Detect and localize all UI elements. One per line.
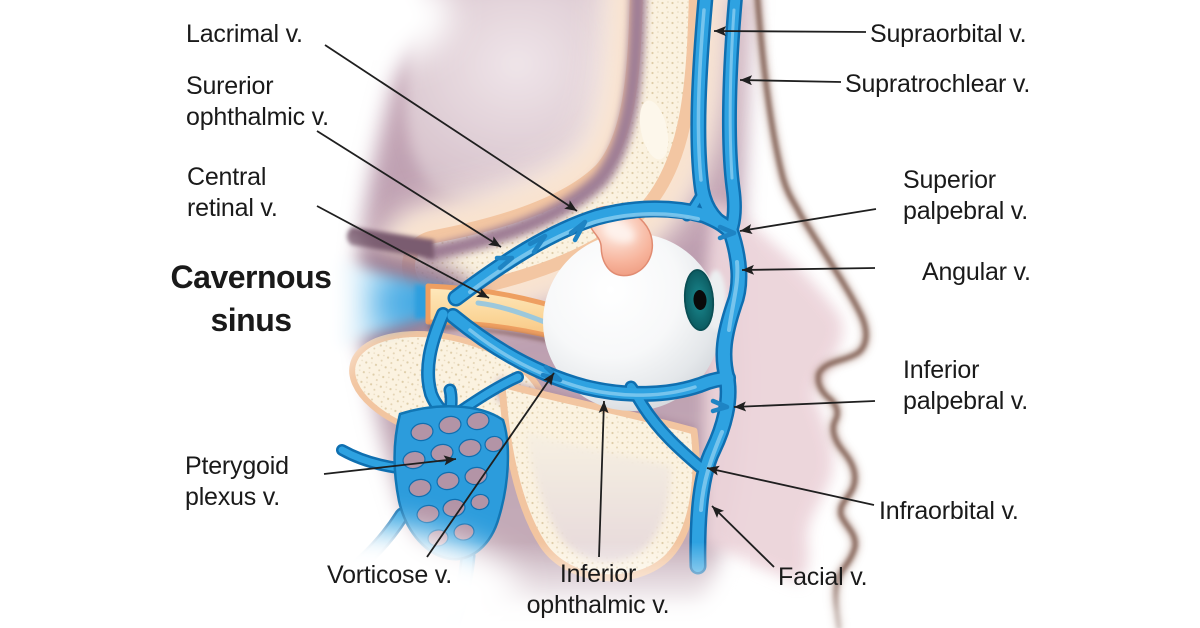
leader-supraorbital (713, 26, 867, 37)
leader-inferior-ophthalmic (598, 400, 609, 558)
label-cavernous-sinus: Cavernous sinus (170, 259, 332, 338)
label-supratrochlear-vein: Supratrochlear v. (845, 70, 1031, 98)
label-supraorbital-vein: Supraorbital v. (870, 20, 1027, 48)
pupil (693, 290, 707, 310)
orbital-roof-shadow (423, 0, 646, 261)
sphenoid-wing (346, 227, 434, 259)
label-central-retinal-vein: Central retinal v. (187, 163, 278, 222)
label-vorticose-vein: Vorticose v. (327, 561, 452, 589)
lacrimal-tributary (568, 219, 588, 243)
iris (683, 269, 715, 332)
skull-bone (373, 0, 731, 331)
lacrimal-tributary (527, 233, 548, 255)
leader-supratrochlear (739, 75, 842, 86)
label-inferior-palpebral-vein: Inferior palpebral v. (903, 356, 1028, 415)
label-lacrimal-vein: Lacrimal v. (186, 20, 303, 48)
label-infraorbital-vein: Infraorbital v. (879, 497, 1019, 525)
superior-palpebral-vein (717, 224, 737, 241)
leader-pterygoid-plexus (323, 455, 457, 475)
leader-central-retinal (316, 205, 490, 299)
label-pterygoid-plexus-vein: Pterygoid plexus v. (185, 452, 289, 511)
label-superior-palpebral-vein: Superior palpebral v. (903, 166, 1028, 225)
frontal-sinus (639, 100, 669, 160)
ophthalmic-tributary (494, 255, 515, 271)
leader-lines (316, 26, 877, 568)
leader-superior-ophthalmic (316, 130, 502, 248)
leader-lacrimal (324, 44, 578, 212)
leader-superior-palpebral (739, 208, 877, 235)
label-inferior-ophthalmic-vein: Inferior ophthalmic v. (526, 560, 670, 619)
leader-inferior-palpebral (733, 400, 876, 412)
leader-infraorbital (706, 465, 875, 506)
label-facial-vein: Facial v. (778, 563, 868, 591)
leader-vorticose (426, 372, 555, 558)
label-superior-ophthalmic-vein: Surerior ophthalmic v. (186, 72, 329, 131)
vein-network (421, 0, 748, 575)
leader-angular (741, 264, 876, 275)
leader-facial (711, 505, 775, 568)
maxilla-bone (498, 380, 700, 582)
label-angular-vein: Angular v. (922, 258, 1031, 286)
inferior-palpebral-vein (710, 398, 730, 414)
eyeball (543, 233, 721, 411)
white-fades (70, 0, 960, 628)
cavernous-sinus-shape (331, 262, 470, 344)
face-profile (753, 0, 871, 628)
